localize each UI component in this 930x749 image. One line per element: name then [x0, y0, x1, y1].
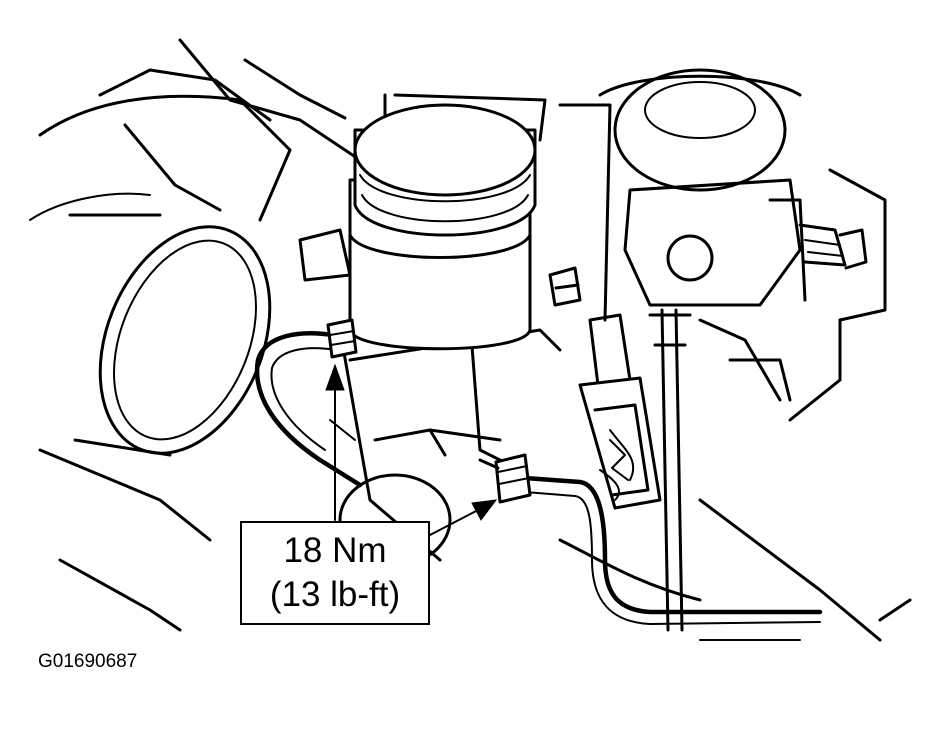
torque-imperial: (13 lb-ft)	[269, 575, 401, 614]
firewall-structure	[29, 38, 362, 632]
lower-structure	[558, 498, 912, 642]
intake-duct	[68, 213, 272, 457]
torque-callout: 18 Nm (13 lb-ft)	[240, 521, 430, 625]
mounting-stud	[548, 266, 582, 307]
leader-arrow-right	[429, 499, 498, 536]
torque-metric: 18 Nm	[283, 531, 387, 570]
brake-line-right	[478, 453, 823, 625]
figure-id: G01690687	[38, 651, 138, 672]
brake-line-left	[254, 318, 363, 488]
sensor-connector	[578, 313, 662, 510]
pushrod	[648, 308, 692, 632]
brake-booster-bracket	[558, 68, 887, 422]
fluid-reservoir	[348, 103, 537, 351]
leader-arrow-left	[325, 363, 345, 521]
